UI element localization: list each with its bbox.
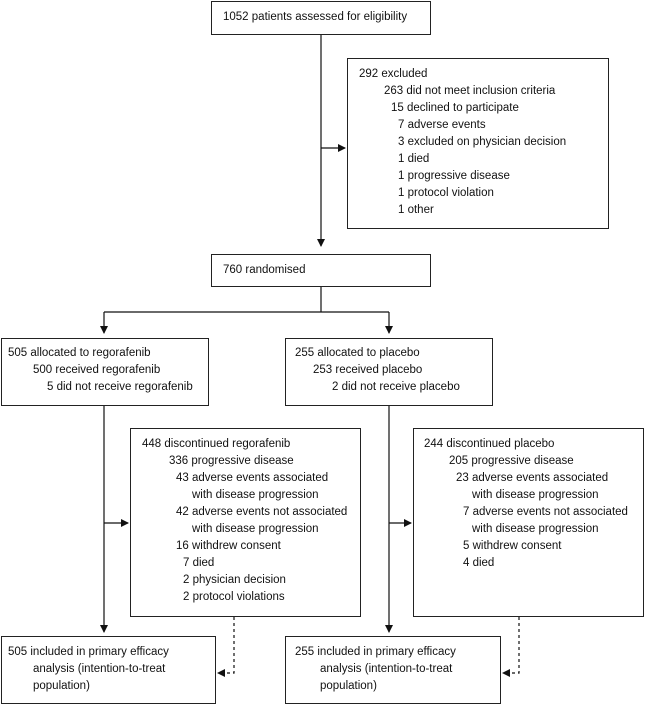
excluded-item: 1 progressive disease [398, 170, 510, 182]
placebo-analysis-line: population) [320, 680, 377, 692]
regorafenib-analysis-line: 505 included in primary efficacy [8, 646, 169, 658]
excluded-title: 292 excluded [359, 68, 428, 80]
regorafenib-discontinued-item: 2 physician decision [183, 574, 286, 586]
placebo-analysis-line: analysis (intention-to-treat [320, 663, 453, 675]
regorafenib-discontinued-item: 16 withdrew consent [176, 540, 281, 552]
excluded-item: 1 died [398, 153, 430, 165]
placebo-analysis-box [285, 636, 501, 704]
randomised-text: 760 randomised [223, 264, 306, 276]
placebo-allocated: 255 allocated to placebo [295, 347, 420, 359]
excluded-item: 3 excluded on physician decision [398, 136, 567, 148]
regorafenib-discontinued-item: 7 died [183, 557, 215, 569]
regorafenib-analysis-box [1, 636, 216, 704]
regorafenib-discontinued-item: 336 progressive disease [169, 455, 294, 467]
placebo-discontinued-item: 205 progressive disease [449, 455, 574, 467]
excluded-item: 7 adverse events [398, 119, 486, 131]
regorafenib-discontinued-title: 448 discontinued regorafenib [142, 438, 291, 450]
regorafenib-analysis-line: population) [33, 680, 90, 692]
placebo-received: 253 received placebo [313, 364, 423, 376]
excluded-item: 263 did not meet inclusion criteria [384, 85, 556, 97]
regorafenib-not-received: 5 did not receive regorafenib [47, 381, 193, 393]
regorafenib-discontinued-item: 42 adverse events not associated [176, 506, 348, 518]
placebo-discontinued-item: 5 withdrew consent [463, 540, 562, 552]
placebo-discontinued-item: with disease progression [472, 523, 599, 535]
randomised-box [211, 254, 431, 287]
regorafenib-analysis-line: analysis (intention-to-treat [33, 663, 166, 675]
placebo-discontinued-title: 244 discontinued placebo [424, 438, 555, 450]
regorafenib-allocated: 505 allocated to regorafenib [8, 347, 151, 359]
dashed-connector-regorafenib [217, 617, 235, 677]
regorafenib-received: 500 received regorafenib [33, 364, 161, 376]
regorafenib-discontinued-item: 43 adverse events associated [176, 472, 329, 484]
regorafenib-discontinued-item: 2 protocol violations [183, 591, 285, 603]
placebo-analysis-line: 255 included in primary efficacy [295, 646, 456, 658]
regorafenib-discontinued-box [130, 428, 361, 617]
dashed-connector-placebo [502, 617, 520, 677]
excluded-item: 1 other [398, 204, 434, 216]
assessed-box [211, 1, 431, 35]
assessed-text: 1052 patients assessed for eligibility [223, 11, 408, 23]
regorafenib-discontinued-item: with disease progression [192, 489, 319, 501]
regorafenib-allocation-box [1, 338, 209, 406]
excluded-box [347, 58, 609, 229]
placebo-discontinued-item: 4 died [463, 557, 495, 569]
placebo-discontinued-item: 23 adverse events associated [456, 472, 609, 484]
placebo-discontinued-box [413, 428, 644, 617]
placebo-allocation-box [285, 338, 493, 406]
regorafenib-discontinued-item: with disease progression [192, 523, 319, 535]
excluded-item: 1 protocol violation [398, 187, 494, 199]
placebo-not-received: 2 did not receive placebo [332, 381, 460, 393]
placebo-discontinued-item: 7 adverse events not associated [463, 506, 628, 518]
placebo-discontinued-item: with disease progression [472, 489, 599, 501]
excluded-item: 15 declined to participate [391, 102, 519, 114]
